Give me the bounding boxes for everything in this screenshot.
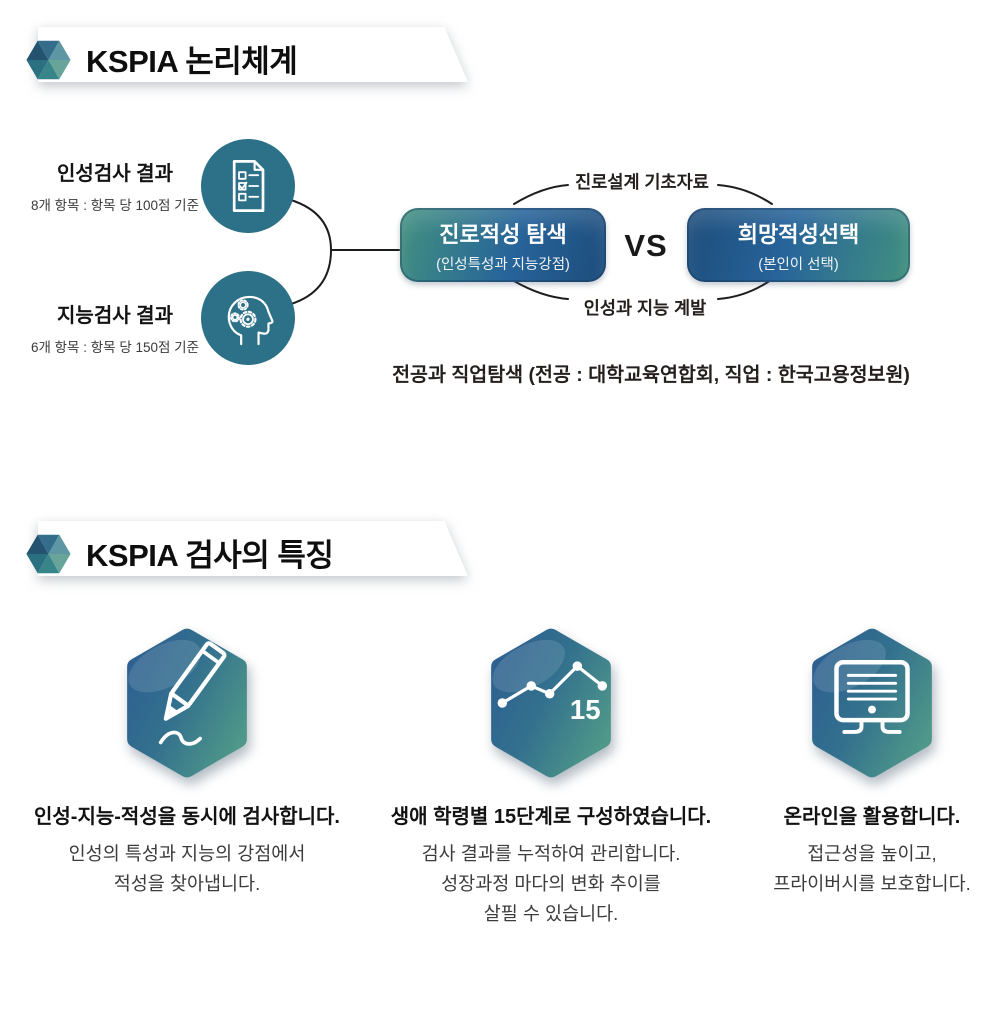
feature1-line: 인성의 특성과 지능의 강점에서 (68, 843, 306, 864)
feature3-heading: 온라인을 활용합니다. (783, 806, 961, 828)
feature-15-stages: 15 생애 학령별 15단계로 구성하였습니다. 검사 결과를 누적하여 관리합… (386, 628, 716, 929)
top-arc-label: 진로설계 기초자료 (575, 172, 709, 192)
section2-header-banner (38, 521, 468, 576)
hexagon-gem-icon (26, 40, 71, 80)
personality-test-circle (201, 139, 295, 233)
career-aptitude-title: 진로적성 탐색 (439, 221, 567, 247)
career-aptitude-box: 진로적성 탐색 (인성특성과 지능강점) (400, 208, 606, 282)
intelligence-test-title: 지능검사 결과 (57, 305, 173, 327)
feature1-line: 적성을 찾아냅니다. (113, 873, 261, 894)
desired-aptitude-subtitle: (본인이 선택) (758, 256, 839, 273)
feature2-line: 살필 수 있습니다. (483, 903, 619, 924)
line-chart-icon: 15 (491, 628, 611, 778)
vs-label: VS (624, 228, 668, 263)
feature2-heading: 생애 학령별 15단계로 구성하였습니다. (390, 806, 712, 828)
section2-title: KSPIA 검사의 특징 (86, 538, 334, 573)
banner-shape (38, 521, 468, 576)
bottom-arc-label: 인성과 지능 계발 (583, 298, 707, 318)
feature1-heading: 인성-지능-적성을 동시에 검사합니다. (34, 806, 340, 828)
personality-test-subtitle: 8개 항목 : 항목 당 100점 기준 (30, 198, 200, 213)
feature3-line: 프라이버시를 보호합니다. (773, 873, 971, 894)
career-aptitude-subtitle: (인성특성과 지능강점) (436, 256, 570, 273)
pencil-icon (127, 628, 247, 778)
hexagon-gem-icon (26, 534, 71, 574)
major-job-footnote: 전공과 직업탐색 (전공 : 대학교육연합회, 직업 : 한국고용정보원) (392, 364, 910, 386)
banner-shape (38, 27, 468, 82)
intelligence-test-subtitle: 6개 항목 : 항목 당 150점 기준 (30, 340, 200, 355)
desired-aptitude-box: 희망적성선택 (본인이 선택) (687, 208, 910, 282)
section1-title: KSPIA 논리체계 (86, 44, 298, 79)
personality-test-title: 인성검사 결과 (57, 163, 173, 185)
stage-count-badge: 15 (570, 694, 601, 725)
personality-test-label: 인성검사 결과 8개 항목 : 항목 당 100점 기준 (10, 157, 220, 214)
feature3-line: 접근성을 높이고, (807, 843, 937, 864)
feature-simultaneous-test: 인성-지능-적성을 동시에 검사합니다. 인성의 특성과 지능의 강점에서 적성… (22, 628, 352, 899)
feature2-line: 검사 결과를 누적하여 관리합니다. (421, 843, 681, 864)
head-gears-icon (227, 295, 274, 346)
section1-header-banner (38, 27, 468, 82)
feature2-line: 성장과정 마다의 변화 추이를 (441, 873, 661, 894)
desired-aptitude-title: 희망적성선택 (737, 221, 860, 247)
feature-online: 온라인을 활용합니다. 접근성을 높이고, 프라이버시를 보호합니다. (707, 628, 1000, 899)
monitor-icon (812, 628, 932, 778)
checklist-icon (232, 160, 265, 212)
intelligence-test-circle (201, 271, 295, 365)
intelligence-test-label: 지능검사 결과 6개 항목 : 항목 당 150점 기준 (10, 299, 220, 356)
